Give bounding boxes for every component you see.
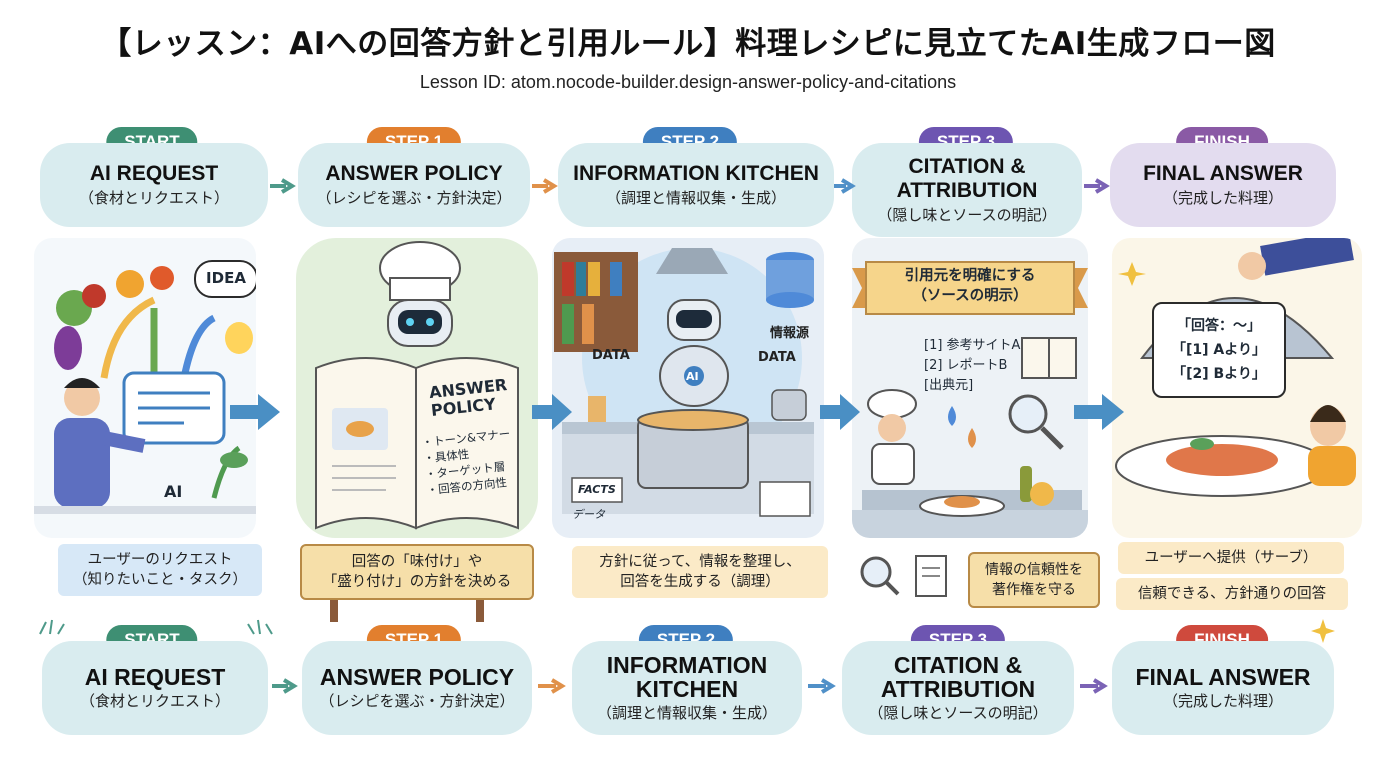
banner-line2: （ソースの明示） [912,288,1028,304]
step-heading: ANSWER POLICY [319,664,515,690]
sparkle-icon [247,619,273,635]
arrow-right-icon [1080,678,1108,694]
sign-post [330,600,338,622]
step-sub: （食材とリクエスト） [79,692,230,710]
caption-citation: 情報の信頼性を 著作権を守る [968,552,1100,608]
source-label: 情報源 [770,326,810,341]
caption-line1: 方針に従って、情報を整理し、 [599,554,801,570]
reference-item: [出典元] [924,378,974,393]
step-heading-line1: CITATION & [908,155,1026,178]
step-sub: （レシピを選ぶ・方針決定） [316,189,512,207]
panel-kitchen: DATA DATA 情報源 AI FACTS データ [552,238,824,538]
step-sub: （完成した料理） [1162,189,1283,207]
caption-policy: 回答の「味付け」や 「盛り付け」の方針を決める [300,544,534,600]
data-label-right: DATA [758,350,796,365]
flow-arrow-icon [532,394,572,430]
caption-line2: 「盛り付け」の方針を決める [322,574,512,590]
policy-list: ・トーン&マナー ・具体性 ・ターゲット層 ・回答の方向性 [421,426,516,499]
caption-final-2: 信頼できる、方針通りの回答 [1116,578,1348,610]
caption-line1: ユーザーのリクエスト [87,552,233,568]
reference-item: [2] レポートB [924,358,1008,373]
flow-arrow-icon [1074,394,1124,430]
citation-illustration [852,261,1088,538]
step-heading: ANSWER POLICY [325,162,503,185]
ai-label: AI [164,482,183,501]
flow-arrow-icon [820,394,860,430]
star-icon [1311,619,1335,643]
panel-request: IDEA AI [34,238,256,538]
caption-line1: 回答の「味付け」や [351,554,483,570]
step-sub: （調理と情報収集・生成） [596,704,777,722]
sparkle-icon [39,619,65,635]
step-box-information-kitchen: INFORMATION KITCHEN （調理と情報収集・生成） [558,143,834,227]
idea-bubble: IDEA [194,260,256,298]
arrow-right-icon [834,178,856,194]
step-heading-line2: ATTRIBUTION [880,676,1036,702]
step-sub: （完成した料理） [1162,692,1283,710]
step-heading-line2: KITCHEN [635,676,739,702]
request-illustration [34,266,256,514]
step-box-ai-request: AI REQUEST （食材とリクエスト） [40,143,268,227]
facts-label: FACTS [578,483,616,496]
step-sub: （隠し味とソースの明記） [877,206,1057,224]
banner-line1: 引用元を明確にする [904,268,1036,284]
flow-arrow-icon [230,394,280,430]
step-heading: AI REQUEST [89,162,219,185]
arrow-right-icon [1084,178,1110,194]
panel-policy: ANSWER POLICY ・トーン&マナー ・具体性 ・ターゲット層 ・回答の… [296,238,538,538]
arrow-right-icon [538,678,566,694]
step-heading-line1: INFORMATION [606,652,768,678]
sign-post [476,600,484,622]
step-box-final-answer: FINAL ANSWER （完成した料理） [1110,143,1336,227]
caption-request: ユーザーのリクエスト （知りたいこと・タスク） [58,544,262,596]
data-label-left: DATA [592,348,630,363]
step-box-final-answer: FINAL ANSWER （完成した料理） [1112,641,1334,735]
step-heading: INFORMATION KITCHEN [573,162,819,185]
step-box-answer-policy: ANSWER POLICY （レシピを選ぶ・方針決定） [302,641,532,735]
citation-banner: 引用元を明確にする （ソースの明示） [870,266,1070,306]
panel-citation: 引用元を明確にする （ソースの明示） [1] 参考サイトA [2] レポートB … [852,238,1088,538]
arrow-right-icon [272,678,298,694]
caption-line2: （知りたいこと・タスク） [73,572,247,588]
citation-tools-icon [860,555,947,597]
step-box-answer-policy: ANSWER POLICY （レシピを選ぶ・方針決定） [298,143,530,227]
robot-ai-label: AI [686,370,699,383]
step-heading-line2: ATTRIBUTION [896,179,1038,202]
arrow-right-icon [532,178,558,194]
caption-final-1: ユーザーへ提供（サーブ） [1118,542,1344,574]
arrow-right-icon [808,678,836,694]
caption-line2: 著作権を守る [992,582,1076,598]
answer-line: 「回答：～」 [1177,318,1261,334]
answer-line: 「[1] Aより」 [1172,342,1266,358]
data-jp-label: データ [572,508,605,521]
kitchen-illustration [554,248,814,517]
step-heading: FINAL ANSWER [1135,664,1311,690]
lesson-id: Lesson ID: atom.nocode-builder.design-an… [419,72,957,92]
step-box-information-kitchen: INFORMATION KITCHEN （調理と情報収集・生成） [572,641,802,735]
caption-line1: 情報の信頼性を [985,562,1083,578]
answer-bubble: 「回答：～」 「[1] Aより」 「[2] Bより」 [1152,302,1286,398]
caption-line1: ユーザーへ提供（サーブ） [1144,550,1318,566]
caption-line2: 回答を生成する（調理） [620,574,780,590]
answer-line: 「[2] Bより」 [1172,366,1266,382]
step-sub: （レシピを選ぶ・方針決定） [319,692,515,710]
panel-final: 「回答：～」 「[1] Aより」 「[2] Bより」 [1112,238,1362,538]
step-heading: FINAL ANSWER [1143,162,1303,185]
step-heading-line1: CITATION & [893,652,1023,678]
caption-kitchen: 方針に従って、情報を整理し、 回答を生成する（調理） [572,546,828,598]
arrow-right-icon [270,178,296,194]
step-box-citation: CITATION & ATTRIBUTION （隠し味とソースの明記） [852,143,1082,237]
step-sub: （隠し味とソースの明記） [868,704,1048,722]
policy-illustration [315,241,519,530]
step-heading: AI REQUEST [84,664,226,690]
page-title: 【レッスン：AIへの回答方針と引用ルール】料理レシピに見立てたAI生成フロー図 [100,26,1276,62]
reference-list: [1] 参考サイトA [2] レポートB [出典元] [924,336,1020,396]
reference-item: [1] 参考サイトA [924,338,1021,353]
step-box-ai-request: AI REQUEST （食材とリクエスト） [42,641,268,735]
step-box-citation: CITATION & ATTRIBUTION （隠し味とソースの明記） [842,641,1074,735]
step-sub: （食材とリクエスト） [78,189,229,207]
caption-line2: 信頼できる、方針通りの回答 [1137,586,1327,602]
step-sub: （調理と情報収集・生成） [605,189,786,207]
